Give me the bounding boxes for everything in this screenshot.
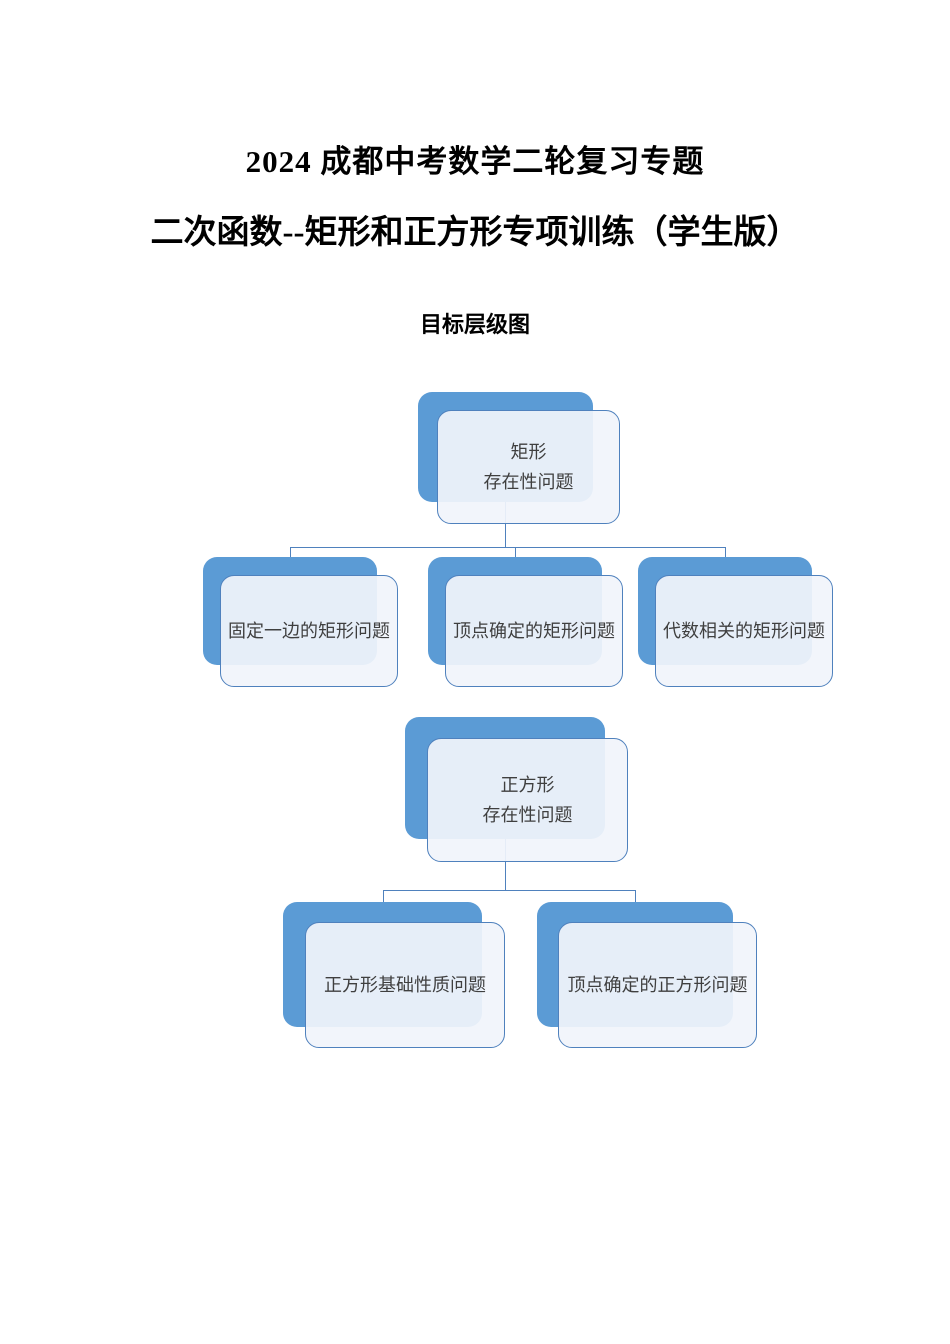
connector-rect-drop-2 (515, 547, 516, 560)
document-title-line1: 2024 成都中考数学二轮复习专题 (245, 144, 705, 179)
connector-square-horizontal (383, 890, 636, 891)
node-square-root-label-line1: 正方形 (500, 775, 555, 795)
node-square-basics-label: 正方形基础性质问题 (324, 975, 486, 995)
node-rect-root: 矩形 存在性问题 (437, 410, 620, 524)
node-rect-algebra: 代数相关的矩形问题 (655, 575, 833, 687)
connector-square-drop-2 (635, 890, 636, 904)
node-rect-fixed-vertex: 顶点确定的矩形问题 (445, 575, 623, 687)
node-square-basics: 正方形基础性质问题 (305, 922, 505, 1048)
node-rect-root-label-line1: 矩形 (510, 442, 547, 462)
connector-rect-drop-3 (725, 547, 726, 560)
connector-square-drop-1 (383, 890, 384, 904)
connector-rect-horizontal (290, 547, 726, 548)
node-rect-fixed-side: 固定一边的矩形问题 (220, 575, 398, 687)
connector-rect-drop-1 (290, 547, 291, 560)
node-rect-algebra-label: 代数相关的矩形问题 (663, 621, 825, 641)
node-rect-fixed-side-label: 固定一边的矩形问题 (228, 621, 390, 641)
node-square-root-label-line2: 存在性问题 (482, 805, 573, 825)
node-rect-fixed-vertex-label: 顶点确定的矩形问题 (453, 621, 615, 641)
node-square-fixed-vertex-label: 顶点确定的正方形问题 (567, 975, 748, 995)
node-square-root: 正方形 存在性问题 (427, 738, 628, 862)
node-rect-root-label-line2: 存在性问题 (483, 472, 574, 492)
node-square-fixed-vertex: 顶点确定的正方形问题 (558, 922, 757, 1048)
diagram-heading: 目标层级图 (419, 312, 530, 337)
document-title-line2: 二次函数--矩形和正方形专项训练（学生版） (150, 215, 800, 251)
